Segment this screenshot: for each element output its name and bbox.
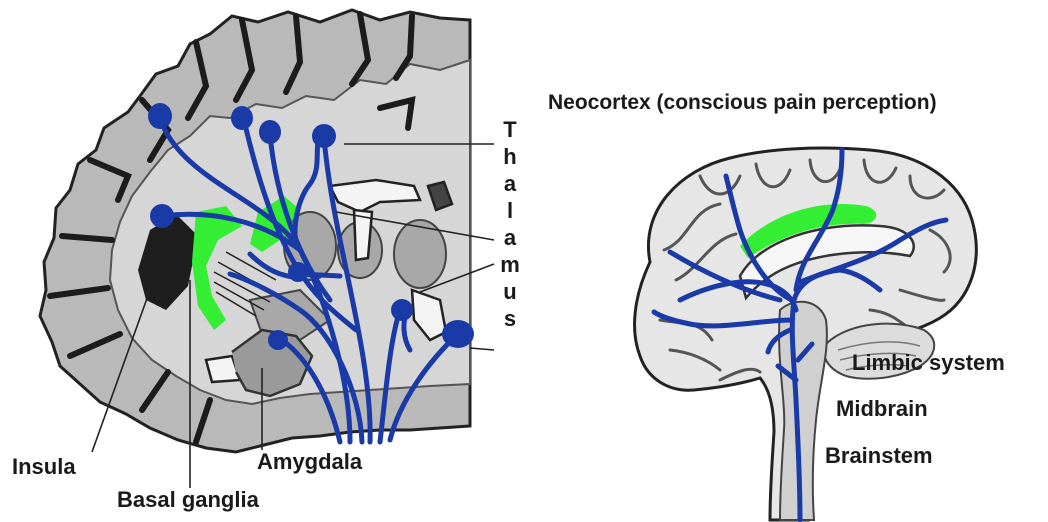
thalamus-letter: l — [498, 197, 522, 224]
thalamus-letter: a — [498, 224, 522, 251]
thalamus-letter: u — [498, 278, 522, 305]
amygdala-label: Amygdala — [257, 451, 362, 473]
coronal-brain-section — [40, 10, 470, 452]
limbic-system-label: Limbic system — [852, 352, 1005, 374]
thalamus-label: T h a l a m u s — [498, 116, 522, 332]
thalamus-letter: s — [498, 305, 522, 332]
thalamus-letter: m — [498, 251, 522, 278]
thalamus-letter: h — [498, 143, 522, 170]
basal-ganglia-label: Basal ganglia — [117, 489, 259, 511]
midbrain-label: Midbrain — [836, 398, 928, 420]
thalamus-letter: a — [498, 170, 522, 197]
insula-label: Insula — [12, 456, 76, 478]
brainstem-label: Brainstem — [825, 445, 933, 467]
neocortex-label: Neocortex (conscious pain perception) — [548, 92, 937, 113]
thalamus-letter: T — [498, 116, 522, 143]
